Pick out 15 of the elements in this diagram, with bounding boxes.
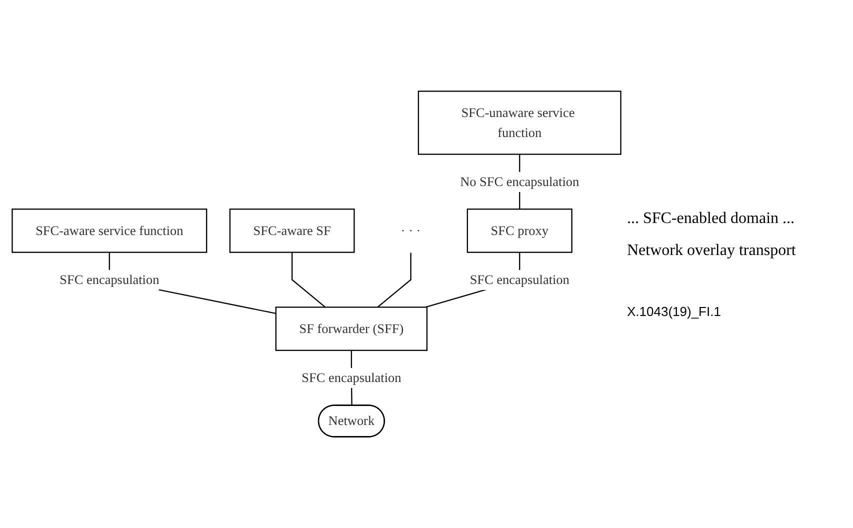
- node-box: SFC-aware SF: [229, 208, 355, 253]
- note-label: ... SFC-enabled domain ...: [627, 210, 796, 228]
- node-text: · · ·: [400, 223, 421, 238]
- edge-label: SFC encapsulation: [60, 272, 160, 287]
- edge-label: SFC encapsulation: [470, 272, 570, 287]
- edge-label: No SFC encapsulation: [460, 174, 580, 189]
- edge-label: SFC encapsulation: [302, 370, 402, 386]
- connector: [377, 252, 412, 308]
- node-box: SFC-aware service function: [12, 208, 208, 253]
- connector: [291, 252, 326, 308]
- node-box: SFC proxy: [466, 208, 572, 253]
- figure-id: X.1043(19)_FI.1: [627, 304, 722, 318]
- node-box: SF forwarder (SFF): [275, 306, 428, 351]
- node-box: SFC-unaware service function: [418, 90, 622, 155]
- note-label: Network overlay transport: [627, 242, 797, 260]
